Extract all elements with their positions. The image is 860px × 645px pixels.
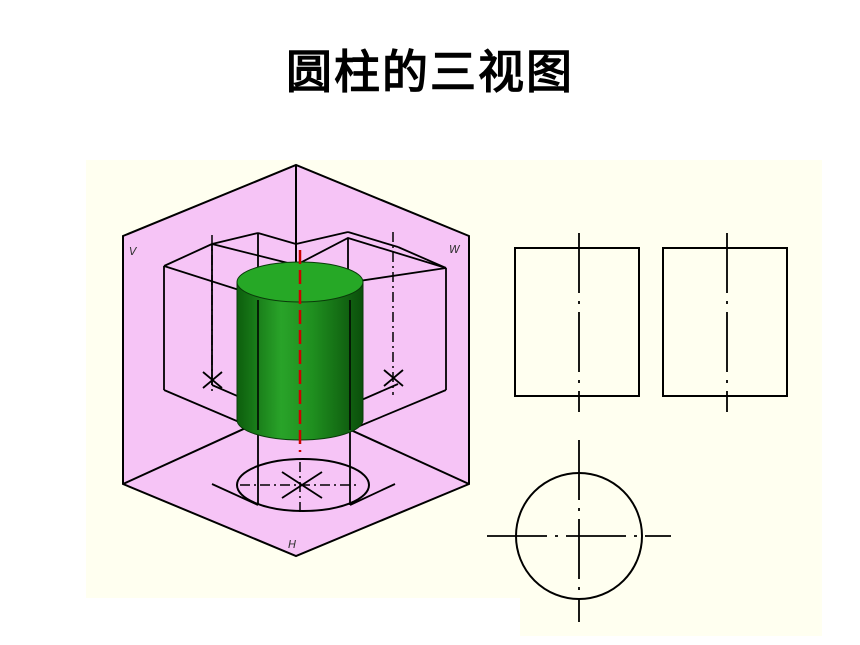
w-plane-label: W — [449, 243, 461, 256]
cylinder — [236, 250, 364, 452]
page-title: 圆柱的三视图 — [286, 45, 574, 99]
projection-axes — [211, 232, 394, 515]
side-view — [662, 233, 788, 412]
h-plane-circle — [236, 458, 370, 512]
v-plane-label: V — [129, 245, 138, 258]
front-view — [514, 233, 640, 412]
h-plane-label: H — [288, 538, 296, 551]
projection-box: V W H — [122, 163, 470, 558]
projection-cross-marks — [202, 369, 404, 499]
top-view — [487, 440, 671, 622]
